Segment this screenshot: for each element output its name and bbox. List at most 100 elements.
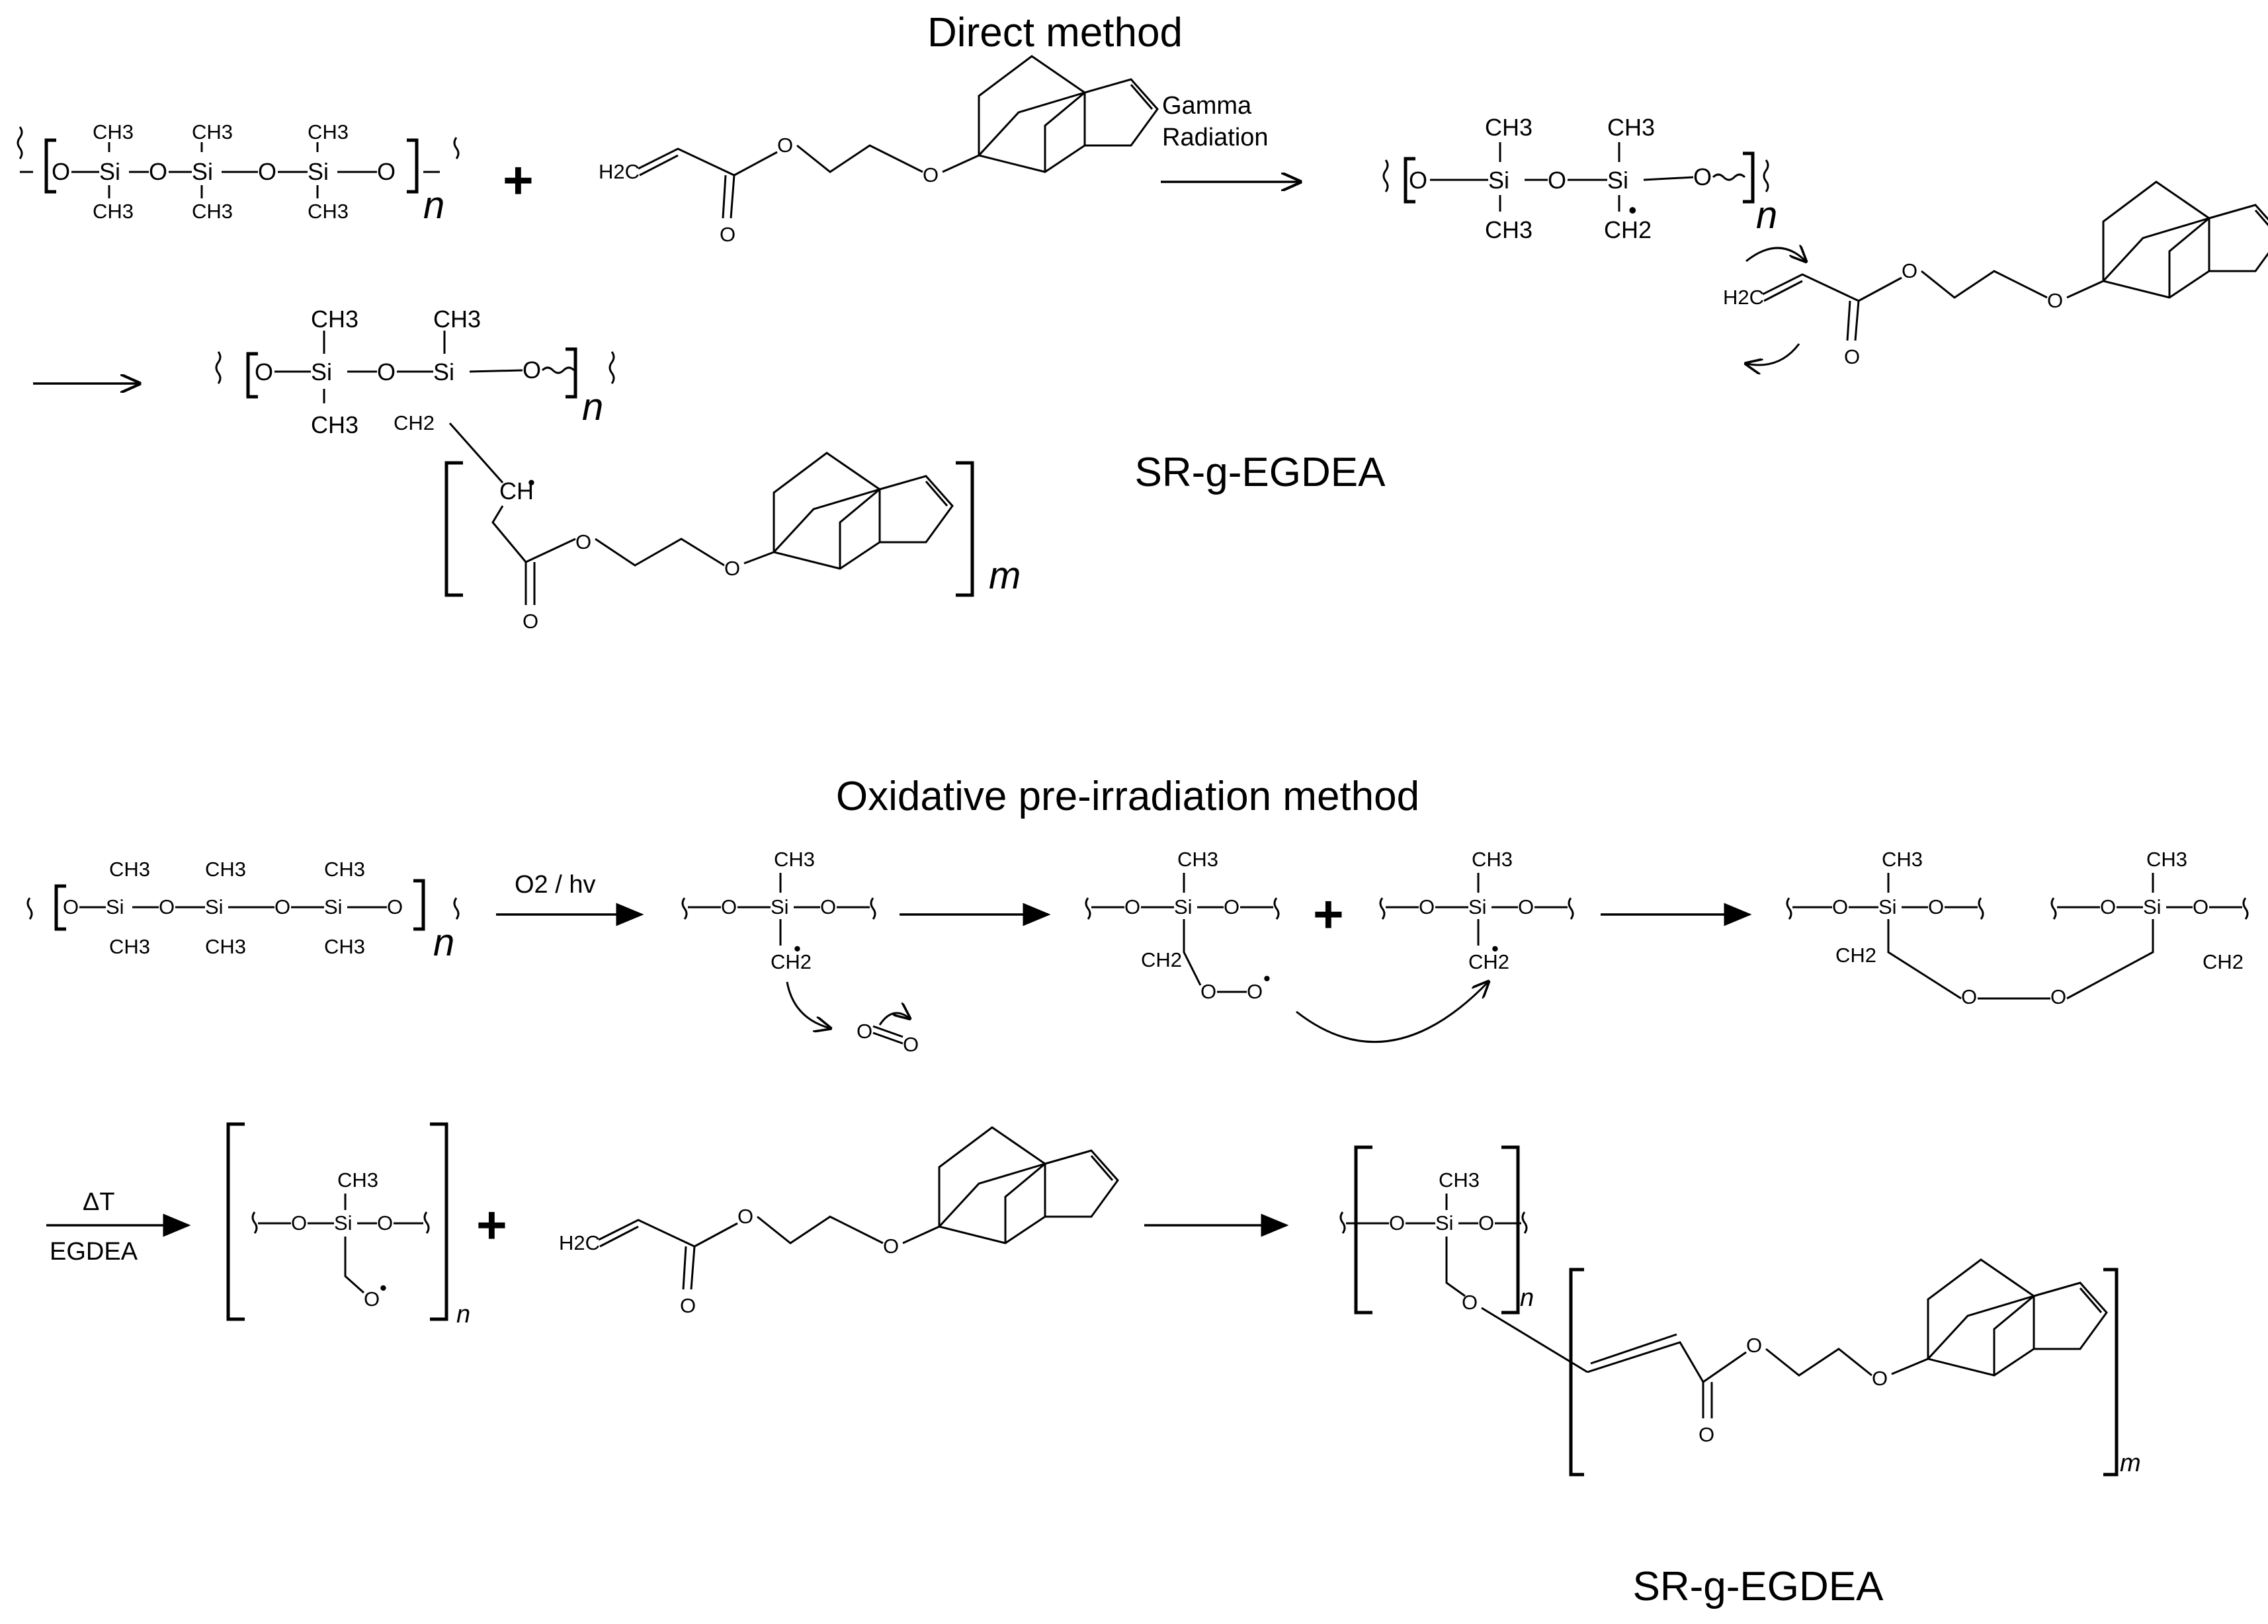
radical-dot: •: [1263, 967, 1271, 990]
bond: [1183, 919, 1202, 986]
wavy-bond: [1712, 173, 1746, 181]
wavy-end-bond: [681, 897, 688, 920]
peroxy-o: O: [1247, 980, 1263, 1003]
ch3-group: CH3: [308, 120, 349, 143]
h2c-group: H2C: [559, 1231, 600, 1254]
wavy-end-bond: [1382, 159, 1389, 192]
plus-sign: +: [503, 151, 534, 210]
carbonyl-bond: [1702, 1382, 1713, 1418]
wavy-end-bond: [1273, 897, 1280, 920]
wavy-end-bond: [1085, 897, 1091, 920]
bond: [491, 505, 576, 563]
ch3-group: CH3: [324, 935, 365, 958]
left-bracket: [44, 138, 56, 194]
o-atom: O: [377, 358, 396, 386]
ethylene-chain: [796, 144, 923, 173]
ch3-group: CH3: [1607, 114, 1655, 141]
bond: [1643, 176, 1694, 181]
ch3-group: CH3: [205, 858, 246, 881]
si-atom: Si: [106, 895, 124, 918]
ch3-group: CH3: [324, 858, 365, 881]
o-atom: O: [1419, 895, 1435, 918]
wavy-bond: [541, 366, 575, 374]
peroxy-o: O: [2050, 985, 2066, 1008]
si-atom: Si: [1607, 167, 1628, 194]
o2-oxygen: O: [857, 1020, 872, 1043]
repeat-unit-n: n: [456, 1301, 470, 1328]
right-bracket: [1501, 1145, 1520, 1315]
radical-dot: •: [1628, 196, 1637, 223]
alkoxy-radical-chain: O Si CH3 O O • n: [226, 1122, 470, 1328]
wavy-end-bond: [26, 897, 33, 920]
peroxide-crosslink: O Si CH3 O CH2 O O O Si CH3 O CH2: [1786, 848, 2249, 1008]
ester-o: O: [1746, 1334, 1762, 1357]
egdea-monomer: H2C O O O: [1723, 181, 2268, 368]
ch3-group: CH3: [205, 935, 246, 958]
si-atom: Si: [99, 158, 120, 185]
ch3-group: CH3: [1472, 848, 1513, 871]
repeat-unit-n: n: [433, 921, 454, 964]
ether-o: O: [1872, 1367, 1888, 1390]
wavy-end-bond: [870, 897, 876, 920]
o-atom: O: [1224, 895, 1239, 918]
o-atom: O: [721, 895, 737, 918]
o-atom: O: [1389, 1211, 1405, 1235]
bond: [448, 423, 504, 483]
condition-egdea: EGDEA: [50, 1238, 138, 1266]
radical-dot: •: [380, 1276, 387, 1299]
o-atom: O: [291, 1211, 307, 1235]
wavy-end-bond: [1568, 897, 1574, 920]
ch2-group: CH2: [394, 411, 435, 434]
bond: [344, 1237, 364, 1294]
silicone-radical-fragment: O Si CH3 CH2 • O: [1379, 848, 1574, 973]
graft-o: O: [1462, 1291, 1478, 1314]
si-atom: Si: [192, 158, 213, 185]
bond: [902, 1225, 940, 1244]
ethylene-chain: [595, 538, 725, 567]
wavy-end-bond: [1339, 1211, 1346, 1234]
ch3-group: CH3: [311, 305, 358, 333]
ch3-group: CH3: [433, 305, 481, 333]
o-atom: O: [149, 158, 167, 185]
condition-o2-hv: O2 / hv: [515, 871, 596, 899]
repeat-unit-m: m: [989, 554, 1021, 597]
condition-radiation: Radiation: [1162, 124, 1269, 151]
si-atom: Si: [205, 895, 224, 918]
carbonyl-o: O: [523, 610, 538, 633]
left-bracket: [1404, 157, 1415, 204]
bond: [694, 1222, 738, 1248]
right-bracket: [407, 138, 419, 194]
ch3-group: CH3: [192, 200, 233, 223]
vinyl-bond: [598, 1219, 695, 1248]
bond: [1891, 1358, 1929, 1375]
si-atom: Si: [771, 895, 789, 918]
tricyclic-ring: [1927, 1258, 2108, 1377]
tricyclic-ring: [2102, 181, 2268, 299]
bond: [1445, 1237, 1466, 1297]
bond: [734, 151, 778, 177]
radical-dot: •: [794, 937, 801, 960]
egdea-monomer: H2C O O O: [599, 55, 1159, 246]
ethylene-chain: [757, 1215, 884, 1244]
o-atom: O: [820, 895, 836, 918]
o-atom: O: [1409, 167, 1427, 194]
curved-arrow: [1745, 248, 1806, 261]
carbonyl-o: O: [1844, 345, 1860, 368]
si-atom: Si: [2143, 895, 2162, 918]
si-atom: Si: [324, 895, 343, 918]
o2-oxygen: O: [903, 1033, 919, 1056]
o-atom: O: [523, 356, 541, 384]
ch3-group: CH3: [1485, 216, 1533, 243]
h2c-group: H2C: [599, 160, 640, 183]
si-atom: Si: [1174, 895, 1193, 918]
bond: [1858, 276, 1902, 302]
tricyclic-ring: [938, 1126, 1119, 1244]
curved-arrow: [1746, 343, 1800, 365]
ch3-group: CH3: [1485, 114, 1533, 141]
radical-dot: •: [528, 471, 535, 494]
wavy-end-bond: [453, 897, 460, 920]
o-atom: O: [159, 895, 175, 918]
repeat-unit-m: m: [2120, 1449, 2141, 1477]
ch3-group: CH3: [774, 848, 815, 871]
ch3-group: CH3: [1882, 848, 1923, 871]
